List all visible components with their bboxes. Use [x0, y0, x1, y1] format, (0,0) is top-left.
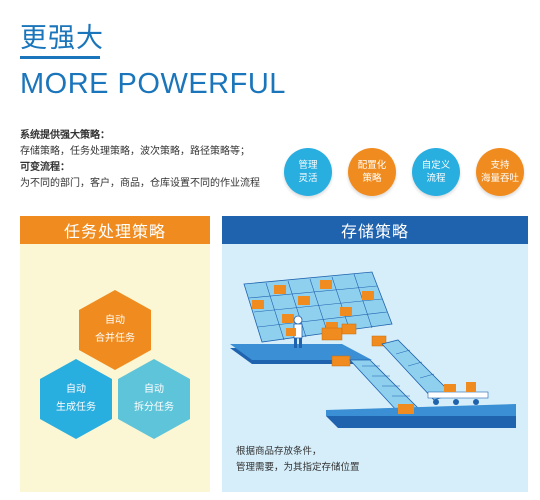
hex-label: 合并任务 [95, 333, 135, 344]
hex-label: 生成任务 [56, 402, 96, 413]
hex-label: 自动 [105, 315, 125, 326]
feature-circle-flexible-management: 管理 灵活 [284, 148, 332, 196]
warehouse-illustration [230, 271, 516, 428]
page-title-cn: 更强大 [20, 23, 104, 54]
storage-caption: 根据商品存放条件， 管理需要，为其指定存储位置 [236, 444, 360, 476]
hex-auto-generate: 自动 生成任务 [40, 359, 112, 439]
hex-label: 拆分任务 [134, 402, 174, 413]
intro-heading-flow: 可变流程： [20, 162, 70, 173]
feature-circle-label: 支持 [490, 160, 510, 171]
feature-circle-label: 策略 [362, 173, 382, 184]
feature-circle-label: 灵活 [298, 173, 318, 184]
storage-caption-line: 管理需要，为其指定存储位置 [236, 462, 360, 473]
feature-circle-configurable-strategy: 配置化 策略 [348, 148, 396, 196]
feature-circle-custom-flow: 自定义 流程 [412, 148, 460, 196]
pallet-boxes [321, 323, 387, 367]
hex-auto-split: 自动 拆分任务 [118, 359, 190, 439]
shelving-rack [243, 271, 393, 343]
hex-label: 自动 [66, 384, 86, 395]
storage-caption-line: 根据商品存放条件， [236, 446, 322, 457]
feature-circle-label: 流程 [426, 173, 446, 184]
feature-circle-label: 配置化 [357, 160, 387, 171]
hex-auto-merge: 自动 合并任务 [79, 290, 151, 370]
intro-text: 系统提供强大策略： 存储策略，任务处理策略，波次策略，路径策略等； 可变流程： … [20, 128, 280, 192]
lower-platform [326, 416, 516, 428]
feature-circles: 管理 灵活 配置化 策略 自定义 流程 支持 海量吞吐 [280, 148, 530, 198]
intro-line-flow: 为不同的部门，客户，商品，仓库设置不同的作业流程 [20, 178, 260, 189]
task-strategy-header: 任务处理策略 [20, 216, 210, 244]
shelf-boxes [252, 280, 374, 331]
page-title-en: MORE POWERFUL [20, 68, 286, 100]
task-strategy-panel: 任务处理策略 自动 合并任务 自动 生成任务 自动 拆分任务 [20, 216, 210, 492]
conveyor-box [398, 404, 414, 414]
storage-strategy-panel: 存储策略 [222, 216, 528, 492]
intro-heading-strategy: 系统提供强大策略： [20, 130, 110, 141]
worker-figure [286, 315, 303, 348]
hex-label: 自动 [144, 384, 164, 395]
feature-circle-high-throughput: 支持 海量吞吐 [476, 148, 524, 196]
title-underline [20, 56, 100, 59]
sorting-line [427, 382, 489, 405]
storage-strategy-header: 存储策略 [222, 216, 528, 244]
feature-circle-label: 管理 [298, 160, 318, 171]
feature-circle-label: 海量吞吐 [480, 173, 519, 184]
intro-line-strategy: 存储策略，任务处理策略，波次策略，路径策略等； [20, 146, 250, 157]
shelf-grid [248, 273, 388, 341]
feature-circle-label: 自定义 [421, 160, 451, 171]
